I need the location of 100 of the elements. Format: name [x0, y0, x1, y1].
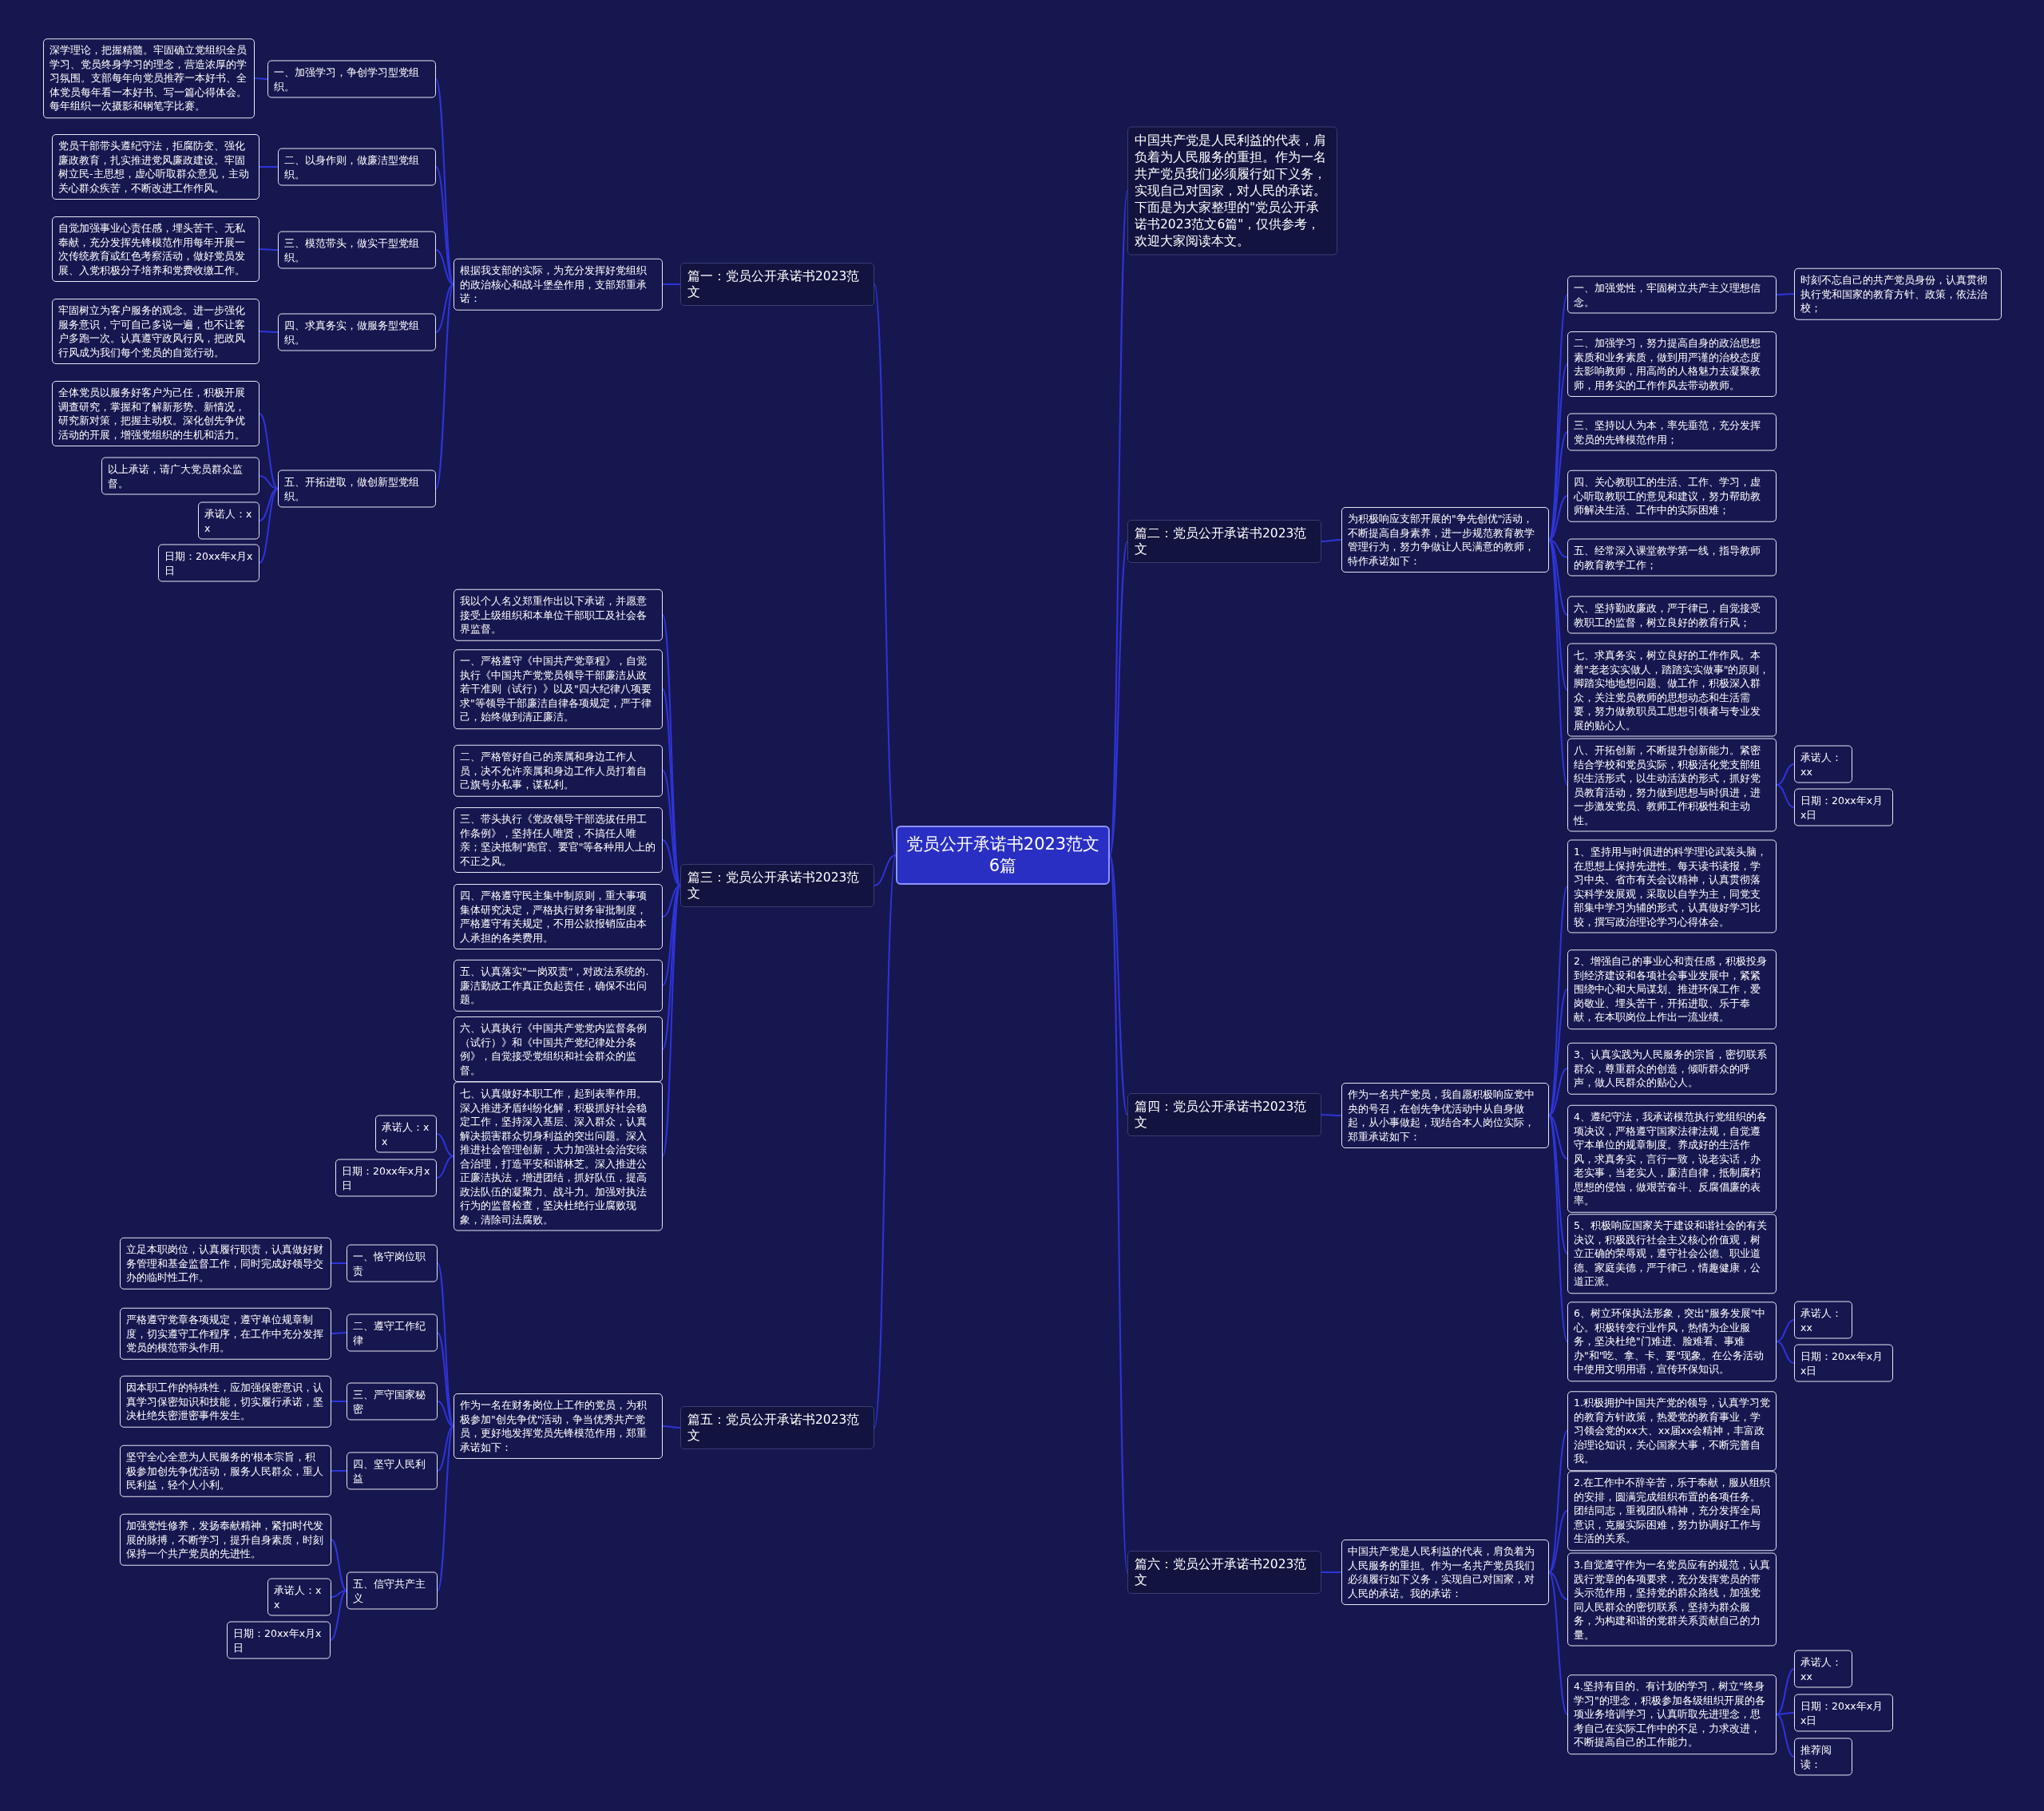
text-box: 二、以身作则，做廉洁型党组织。 — [278, 148, 436, 186]
text-box: 牢固树立为客户服务的观念。进一步强化服务意识，宁可自己多说一遍，也不让客户多跑一次。认真遵守政风行风，把政风行风成为我们每个党员的自觉行动。 — [52, 299, 259, 364]
connector-line — [662, 885, 681, 986]
connector-line — [1321, 1571, 1342, 1573]
text-box: 承诺人：xx — [1794, 745, 1852, 783]
text-box: 三、坚持以人为本，率先垂范，充分发挥党员的先锋模范作用； — [1567, 413, 1777, 451]
text-box: 一、加强学习，争创学习型党组织。 — [267, 60, 436, 98]
text-box: 严格遵守党章各项规定，遵守单位规章制度，切实遵守工作程序，在工作中充分发挥党员的模范带头作用。 — [120, 1307, 331, 1360]
connector-line — [1321, 1114, 1342, 1116]
text-box: 三、带头执行《党政领导干部选拔任用工作条例》，坚持任人唯贤，不搞任人唯亲；坚决抵制"跑官、要官"等各种用人上的不正之风。 — [454, 807, 663, 873]
text-box: 二、严格管好自己的亲属和身边工作人员，决不允许亲属和身边工作人员打着自己旗号办私事，谋私利。 — [454, 744, 663, 797]
text-box: 2、增强自己的事业心和责任感，积极投身到经济建设和各项社会事业发展中，紧紧围绕中心和大局谋划、推进环保工作，爱岗敬业、埋头苦干，开拓进取、乐于奉献，在本职岗位上作出一流业绩。 — [1567, 949, 1777, 1029]
section-heading-box: 篇四：党员公开承诺书2023范文 — [1127, 1093, 1321, 1136]
connector-line — [436, 1155, 454, 1179]
text-box: 七、认真做好本职工作，起到表率作用。深入推进矛盾纠纷化解，积极抓好社会稳定工作，坚持深入基层、深入群众，认真解决损害群众切身利益的突出问题。深入推进社会管理创新，大力加强社会治安综合治理，打造平安和谐林芝。深入推进公正廉洁执法，增进团结，抓好队伍，提高政法队伍的凝聚力、战斗力。加强对执法行为的监督检查，坚决杜绝行业腐败现象，清除司法腐败。 — [454, 1081, 663, 1231]
text-box: 承诺人：xx — [1794, 1650, 1852, 1688]
connector-line — [1548, 1571, 1568, 1600]
connector-line — [1109, 541, 1128, 856]
connector-line — [331, 1470, 347, 1472]
connector-line — [1548, 989, 1568, 1116]
text-box: 2.在工作中不辞辛苦，乐于奉献，服从组织的安排，圆满完成组织布置的各项任务。团结同志，重视团队精神，充分发挥全局意识，克服实际困难，努力协调好工作与生活的关系。 — [1567, 1471, 1777, 1551]
connector-line — [259, 166, 279, 168]
connector-line — [873, 283, 897, 856]
central-topic-box: 党员公开承诺书2023范文6篇 — [896, 826, 1110, 885]
text-box: 六、认真执行《中国共产党党内监督条例（试行）》和《中国共产党纪律处分条例》，自觉接受党组织和社会群众的监督。 — [454, 1016, 663, 1082]
connector-line — [259, 488, 279, 564]
text-box: 4、遵纪守法，我承诺模范执行党组织的各项决议，严格遵守国家法律法规，自觉遵守本单位的规章制度。养成好的生活作风，求真务实，言行一致，说老实话，办老实事，当老实人，廉洁自律，抵制腐朽思想的侵蚀，做艰苦奋斗、反腐倡廉的表率。 — [1567, 1104, 1777, 1213]
connector-line — [1776, 1714, 1795, 1758]
text-box: 中国共产党是人民利益的代表，肩负着为人民服务的重担。作为一名共产党员我们必须履行如下义务，实现自己对国家，对人民的承诺。我的承诺： — [1341, 1540, 1549, 1605]
text-box: 5、积极响应国家关于建设和谐社会的有关决议，积极践行社会主义核心价值观，树立正确的荣辱观，遵守社会公德、职业道德、家庭美德，严于律己，情趣健康，公道正派。 — [1567, 1214, 1777, 1294]
connector-line — [1548, 1510, 1568, 1573]
text-box: 坚守全心全意为人民服务的'根本宗旨，积极参加创先争优活动，服务人民群众，重人民利益，轻个人小利。 — [120, 1444, 331, 1497]
text-box: 推荐阅读： — [1794, 1738, 1852, 1776]
connector-line — [1776, 1668, 1795, 1715]
text-box: 一、加强党性，牢固树立共产主义理想信念。 — [1567, 275, 1777, 314]
connector-line — [259, 248, 279, 251]
connector-line — [437, 1425, 454, 1472]
connector-line — [435, 283, 454, 333]
text-box: 时刻不忘自己的共产党员身份，认真贯彻执行党和国家的教育方针、政策，依法治校； — [1794, 267, 2002, 320]
connector-line — [436, 1133, 454, 1157]
intro-text-box: 中国共产党是人民利益的代表，肩负着为人民服务的重担。作为一名共产党员我们必须履行如下义务，实现自己对国家，对人民的承诺。下面是为大家整理的"党员公开承诺书2023范文6篇"，仅供参考，欢迎大家阅读本文。 — [1127, 126, 1337, 256]
connector-line — [873, 854, 897, 1429]
connector-line — [662, 885, 681, 1157]
connector-line — [662, 283, 681, 285]
section-heading-box: 篇一：党员公开承诺书2023范文 — [680, 263, 874, 306]
text-box: 根据我支部的实际，为充分发挥好党组织的政治核心和战斗堡垒作用，支部郑重承诺： — [454, 258, 663, 311]
section-heading-box: 篇三：党员公开承诺书2023范文 — [680, 864, 874, 907]
text-box: 三、严守国家秘密 — [347, 1382, 438, 1421]
connector-line — [331, 1332, 347, 1334]
connector-line — [1776, 293, 1795, 295]
connector-line — [435, 166, 454, 285]
section-heading-box: 篇六：党员公开承诺书2023范文 — [1127, 1551, 1321, 1594]
text-box: 自觉加强事业心责任感，埋头苦干、无私奉献，充分发挥先锋模范作用每年开展一次传统教育或红色考察活动，做好党员发展、入党积极分子培养和党费收缴工作。 — [52, 216, 259, 282]
text-box: 加强党性修养，发扬奉献精神，紧扣时代发展的脉搏，不断学习，提升自身素质，时刻保持一个共产党员的先进性。 — [120, 1513, 331, 1566]
text-box: 为积极响应支部开展的"争先创优"活动，不断提高自身素养，进一步规范教育教学管理行为，努力争做让人民满意的教师，特作承诺如下： — [1341, 507, 1549, 573]
connector-line — [259, 331, 279, 333]
connector-line — [435, 249, 454, 285]
text-box: 五、信守共产主义 — [347, 1571, 438, 1610]
text-box: 日期：20xx年x月x日 — [1794, 1344, 1893, 1382]
text-box: 3.自觉遵守作为一名党员应有的规范，认真践行党章的各项要求，充分发挥党员的带头示范作用，坚持党的群众路线，加强党同人民群众的密切联系，坚持为群众服务，为构建和谐的党群关系贡献自己的力量。 — [1567, 1552, 1777, 1647]
connector-line — [873, 854, 897, 886]
text-box: 四、坚守人民利益 — [347, 1452, 438, 1490]
text-box: 承诺人：xx — [198, 501, 259, 540]
connector-line — [1548, 294, 1568, 541]
text-box: 四、严格遵守民主集中制原则，重大事项集体研究决定，严格执行财务审批制度，严格遵守有关规定，不用公款报销应由本人承担的各类费用。 — [454, 884, 663, 949]
connector-line — [331, 1401, 347, 1402]
text-box: 承诺人：xx — [267, 1578, 331, 1616]
text-box: 三、模范带头，做实干型党组织。 — [278, 231, 436, 269]
text-box: 二、遵守工作纪律 — [347, 1314, 438, 1352]
text-box: 日期：20xx年x月x日 — [1794, 1694, 1893, 1732]
section-heading-box: 篇二：党员公开承诺书2023范文 — [1127, 520, 1321, 563]
connector-line — [1548, 1571, 1568, 1715]
connector-line — [662, 885, 681, 917]
connector-line — [1548, 1068, 1568, 1116]
text-box: 日期：20xx年x月x日 — [335, 1159, 437, 1197]
connector-line — [1776, 1341, 1795, 1364]
connector-line — [331, 1590, 347, 1598]
text-box: 以上承诺，请广大党员群众监督。 — [101, 457, 259, 495]
text-box: 七、求真务实，树立良好的工作作风。本着"老老实实做人，踏踏实实做事"的原则，脚踏实地地想问题、做工作，积极深入群众，关注党员教师的思想动态和生活需要，努力做教职员工思想引领者与专业发展的贴心人。 — [1567, 643, 1777, 737]
text-box: 八、开拓创新，不断提升创新能力。紧密结合学校和党员实际，积极活化党支部组织生活形式，以生动活泼的形式，抓好党员教育活动，努力做到思想与时俱进，进一步激发党员、教师工作积极性和主动性。 — [1567, 738, 1777, 832]
text-box: 立足本职岗位，认真履行职责，认真做好财务管理和基金监督工作，同时完成好领导交办的临时性工作。 — [120, 1237, 331, 1290]
connector-line — [1109, 854, 1128, 1116]
text-box: 一、严格遵守《中国共产党章程》，自觉执行《中国共产党党员领导干部廉洁从政若干准则（试行）》以及"四大纪律八项要求"等领导干部廉洁自律各项规定，严于律己，始终做到清正廉洁。 — [454, 649, 663, 729]
text-box: 作为一名在财务岗位上工作的党员，为积极参加"创先争优"活动，争当优秀共产党员，更好地发挥党员先锋模范作用，郑重承诺如下： — [454, 1393, 663, 1459]
text-box: 1.积极拥护中国共产党的领导，认真学习党的教育方针政策，热爱党的教育事业，学习领会党的xx大、xx届xx会精神，丰富政治理论知识，关心国家大事，不断完善自我。 — [1567, 1391, 1777, 1471]
connector-line — [254, 77, 268, 80]
connector-line — [1548, 1430, 1568, 1573]
connector-line — [330, 1590, 347, 1641]
text-box: 深学理论，把握精髓。牢固确立党组织全员学习、党员终身学习的理念，营造浓厚的学习氛围。支部每年向党员推荐一本好书、全体党员每年看一本好书、写一篇心得体会。每年组织一次摄影和钢笔字比赛。 — [43, 38, 255, 118]
connector-line — [331, 1262, 347, 1264]
connector-line — [662, 770, 681, 886]
text-box: 承诺人：xx — [1794, 1301, 1852, 1339]
connector-line — [437, 1332, 454, 1427]
connector-line — [1548, 431, 1568, 541]
text-box: 4.坚持有目的、有计划的学习，树立"终身学习"的理念，积极参加各级组织开展的各项业务培训学习，认真听取先进理念，思考自己在实际工作中的不足，力求改进，不断提高自己的工作能力。 — [1567, 1674, 1777, 1754]
text-box: 四、关心教职工的生活、工作、学习，虚心听取教职工的意见和建议，努力帮助教师解决生活、工作中的实际困难； — [1567, 470, 1777, 522]
text-box: 承诺人：xx — [375, 1115, 437, 1153]
connector-line — [1548, 1115, 1568, 1159]
text-box: 我以个人名义郑重作出以下承诺，并愿意接受上级组织和本单位干部职工及社会各界监督。 — [454, 588, 663, 641]
connector-line — [1548, 539, 1568, 616]
